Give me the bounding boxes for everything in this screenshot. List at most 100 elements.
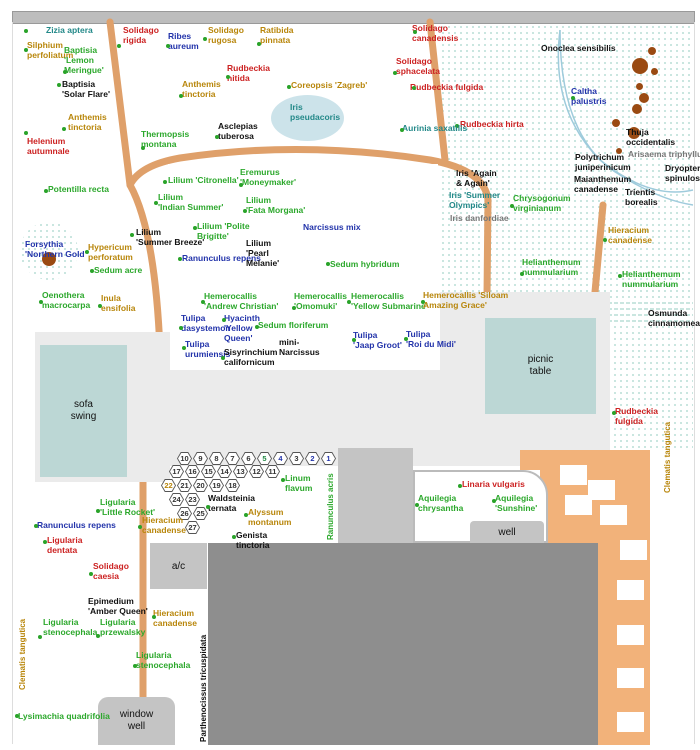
plant-label: Sisyrinchium californicum [224,347,278,367]
ac-unit [150,543,207,589]
plant-label: mini- Narcissus [279,337,320,357]
plant-marker [90,269,94,273]
hex-bed: 27 [185,521,200,534]
plant-marker [154,201,158,205]
plant-marker [492,499,496,503]
plant-marker [57,83,61,87]
hex-bed-number: 7 [226,453,239,464]
hex-bed-number: 10 [178,453,191,464]
plant-label: Solidago sphacelata [396,56,440,76]
hex-bed: 11 [265,465,280,478]
plant-label: Lilium 'Indian Summer' [158,192,224,212]
plant-label: Aquilegia 'Sunshine' [495,493,538,513]
hex-bed-number: 17 [170,466,183,477]
plant-label: Ligularia 'Little Rocket' [100,497,156,517]
plant-label: Tulipa 'Roi du Midi' [406,329,456,349]
hex-bed-number: 18 [226,480,239,491]
hex-bed-number: 3 [290,453,303,464]
plant-marker [352,338,356,342]
plant-label: Linaria vulgaris [462,479,525,489]
plant-label: Ranunculus repens [37,520,116,530]
plant-label: Hieracium canadense [153,608,197,628]
plant-marker [24,29,28,33]
deck-tile [600,505,627,525]
plant-marker [206,505,210,509]
plant-label: Helenium autumnale [27,136,70,156]
hex-bed-number: 15 [202,466,215,477]
plant-marker [38,635,42,639]
plant-label: Hemerocallis 'Andrew Christian' [204,291,279,311]
plant-label: Lilium 'Fata Morgana' [246,195,306,215]
plant-marker [257,42,261,46]
plant-label: Alyssum montanum [248,507,292,527]
patio-upper [168,164,438,372]
hex-bed: 22 [161,479,176,492]
hex-bed-number: 9 [194,453,207,464]
tree-icon [651,68,658,75]
tree-icon [612,119,620,127]
hex-bed-number: 20 [194,480,207,491]
plant-marker [141,146,145,150]
plant-marker [178,257,182,261]
tree-icon [632,104,642,114]
plant-label: Silphium perfoliatum [27,40,74,60]
plant-label: Trientis borealis [625,187,658,207]
deck-top [520,450,560,470]
plant-label: Rudbeckia hirta [460,119,524,129]
wet-area-forsythia [20,222,78,280]
hex-bed: 10 [177,452,192,465]
plant-label: Solidago rigida [123,25,159,45]
ac-unit-label: a/c [171,561,186,572]
hex-bed-number: 14 [218,466,231,477]
plant-marker [393,71,397,75]
hex-bed-number: 24 [170,494,183,505]
plant-label: Waldsteinia ternata [208,493,255,513]
plant-label: Anthemis tinctoria [182,79,221,99]
plant-marker [179,326,183,330]
sofa-swing-label: sofa swing [70,399,97,422]
hex-bed: 24 [169,493,184,506]
plant-label: Hypericum perforatum [88,242,133,262]
hex-bed-number: 4 [274,453,287,464]
deck-tile [617,580,644,600]
plant-label: Potentilla recta [48,184,109,194]
hex-bed: 21 [177,479,192,492]
hex-bed-number: 21 [178,480,191,491]
hex-bed: 16 [185,465,200,478]
hex-bed: 2 [305,452,320,465]
hex-bed: 23 [185,493,200,506]
plant-marker [413,30,417,34]
plant-marker [117,44,121,48]
plant-label: Eremurus 'Moneymaker' [240,167,297,187]
hex-bed: 4 [273,452,288,465]
picnic-table-label: picnic table [527,354,554,377]
plant-label: Aquilegia chrysantha [418,493,464,513]
plant-marker [222,318,226,322]
hex-bed: 20 [193,479,208,492]
deck-tile [620,540,647,560]
hex-bed-number: 13 [234,466,247,477]
plant-marker [326,262,330,266]
plant-label: Ligularia dentata [47,535,83,555]
deck-tile [588,480,615,500]
plant-marker [571,96,575,100]
plant-label: Ligularia stenocephala [136,650,191,670]
plant-marker [243,209,247,213]
plant-label: Lilium 'Polite Brigitte' [197,221,250,241]
hex-bed-number: 26 [178,508,191,519]
vertical-plant-label: Clematis tangutica [18,618,27,690]
plant-marker [89,572,93,576]
plant-label: Iris pseudacoris [290,102,341,122]
plant-marker [166,44,170,48]
hex-bed: 9 [193,452,208,465]
plant-label: Iris 'Summer Olympics' [449,190,501,210]
plant-label: Helianthemum nummularium [522,257,581,277]
hex-bed: 17 [169,465,184,478]
plant-marker [239,183,243,187]
hex-bed-number: 8 [210,453,223,464]
plant-label: Sedum floriferum [258,320,329,330]
plant-label: Anthemis tinctoria [68,112,107,132]
tree-icon [42,252,56,266]
plant-label: Ligularia stenocephala [43,617,98,637]
plant-marker [44,189,48,193]
